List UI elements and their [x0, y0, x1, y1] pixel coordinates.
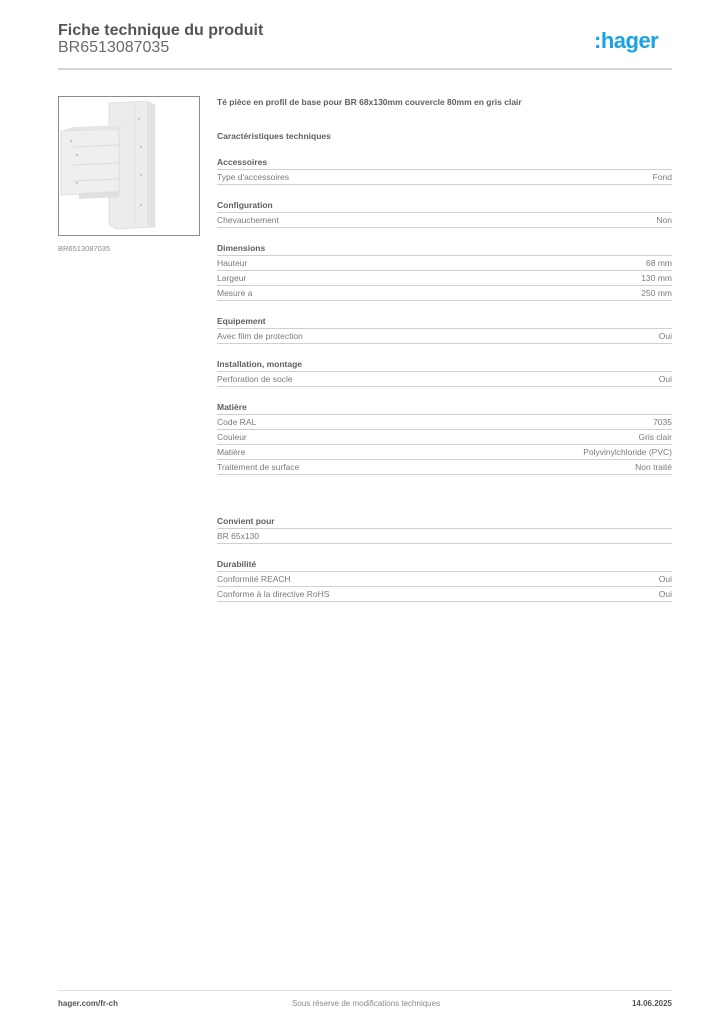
spec-row: Conforme à la directive RoHS Oui: [217, 587, 672, 602]
spec-label: Avec film de protection: [217, 331, 303, 341]
spec-row: Code RAL 7035: [217, 415, 672, 430]
product-description: Té pièce en profil de base pour BR 68x13…: [217, 97, 522, 107]
product-specs: Té pièce en profil de base pour BR 68x13…: [217, 96, 672, 602]
section-durabilite: Durabilité Conformité REACH Oui Conforme…: [217, 556, 672, 602]
section-convient-pour: Convient pour BR 65x130: [217, 513, 672, 544]
spec-value: Oui: [658, 589, 672, 599]
section-title: Dimensions: [217, 240, 672, 256]
section-title: Accessoires: [217, 154, 672, 170]
spec-value: Oui: [658, 374, 672, 384]
spec-value: Oui: [658, 574, 672, 584]
spec-label: BR 65x130: [217, 531, 260, 541]
spec-row: Mesure a 250 mm: [217, 286, 672, 301]
spec-value: Polyvinylchloride (PVC): [583, 447, 672, 457]
spec-row: Matière Polyvinylchloride (PVC): [217, 445, 672, 460]
spec-label: Largeur: [217, 273, 247, 283]
spec-value: 7035: [653, 417, 672, 427]
spec-row: BR 65x130: [217, 529, 672, 544]
product-image: [58, 96, 200, 236]
section-title: Matière: [217, 399, 672, 415]
section-title: Installation, montage: [217, 356, 672, 372]
spec-row: Traitement de surface Non traité: [217, 460, 672, 475]
spec-value: Fond: [652, 172, 672, 182]
spec-label: Mesure a: [217, 288, 253, 298]
spec-label: Couleur: [217, 432, 247, 442]
footer-divider: [58, 990, 672, 991]
spec-row: Couleur Gris clair: [217, 430, 672, 445]
spec-row: Largeur 130 mm: [217, 271, 672, 286]
header-divider: [58, 68, 672, 70]
footer-disclaimer: Sous réserve de modifications techniques: [292, 999, 441, 1008]
image-caption: BR6513087035: [58, 244, 111, 253]
spec-label: Conforme à la directive RoHS: [217, 589, 330, 599]
spec-label: Traitement de surface: [217, 462, 300, 472]
spec-value: 130 mm: [641, 273, 672, 283]
spec-label: Hauteur: [217, 258, 248, 268]
hager-logo: :hager: [594, 28, 659, 53]
document-title: Fiche technique du produit: [58, 22, 264, 39]
section-title: Convient pour: [217, 513, 672, 529]
section-installation: Installation, montage Perforation de soc…: [217, 356, 672, 387]
section-matiere: Matière Code RAL 7035 Couleur Gris clair…: [217, 399, 672, 475]
section-equipement: Equipement Avec film de protection Oui: [217, 313, 672, 344]
characteristics-heading: Caractéristiques techniques: [217, 131, 331, 141]
spec-value: Oui: [658, 331, 672, 341]
product-photo-icon: [59, 97, 199, 235]
section-title: Equipement: [217, 313, 672, 329]
spec-label: Type d'accessoires: [217, 172, 290, 182]
section-title: Configuration: [217, 197, 672, 213]
spec-label: Code RAL: [217, 417, 257, 427]
spec-value: Gris clair: [638, 432, 672, 442]
spec-label: Conformité REACH: [217, 574, 291, 584]
section-accessoires: Accessoires Type d'accessoires Fond: [217, 154, 672, 185]
spec-value: Non traité: [635, 462, 672, 472]
section-title: Durabilité: [217, 556, 672, 572]
product-code: BR6513087035: [58, 39, 170, 56]
spec-row: Perforation de socle Oui: [217, 372, 672, 387]
footer-date: 14.06.2025: [631, 999, 672, 1008]
spec-row: Hauteur 68 mm: [217, 256, 672, 271]
spec-label: Matière: [217, 447, 246, 457]
spec-row: Conformité REACH Oui: [217, 572, 672, 587]
footer-website-link[interactable]: hager.com/fr-ch: [58, 999, 119, 1008]
spec-label: Perforation de socle: [217, 374, 293, 384]
spec-row: Avec film de protection Oui: [217, 329, 672, 344]
section-configuration: Configuration Chevauchement Non: [217, 197, 672, 228]
section-dimensions: Dimensions Hauteur 68 mm Largeur 130 mm …: [217, 240, 672, 301]
spec-row: Chevauchement Non: [217, 213, 672, 228]
spec-value: 250 mm: [641, 288, 672, 298]
spec-label: Chevauchement: [217, 215, 279, 225]
spec-value: Non: [656, 215, 672, 225]
spec-value: 68 mm: [646, 258, 672, 268]
spec-row: Type d'accessoires Fond: [217, 170, 672, 185]
